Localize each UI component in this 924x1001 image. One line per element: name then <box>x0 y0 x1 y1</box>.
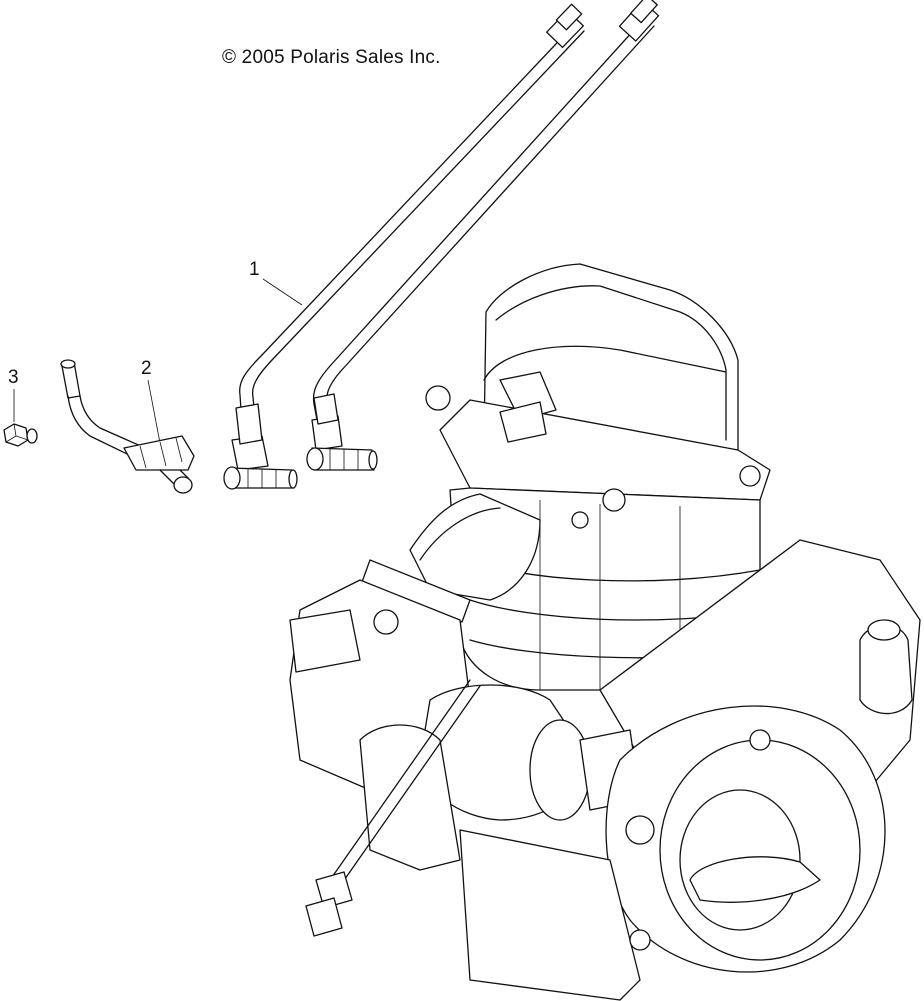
engine-assembly <box>289 263 921 1001</box>
spark-plug-wire-right[interactable] <box>311 0 660 451</box>
copyright-text: © 2005 Polaris Sales Inc. <box>222 47 441 68</box>
callout-leader-2 <box>147 379 161 444</box>
callout-label-2[interactable]: 2 <box>141 358 152 379</box>
hex-nut[interactable] <box>3 423 38 447</box>
spark-plug-cap-left <box>223 466 298 490</box>
callout-label-3[interactable]: 3 <box>8 367 19 388</box>
spark-plug-wire-left[interactable] <box>231 3 585 471</box>
callout-label-1[interactable]: 1 <box>249 259 260 280</box>
spark-plug-cap-right <box>306 447 378 471</box>
callout-leader-1 <box>262 278 303 306</box>
bracket-tube-assembly[interactable] <box>60 359 195 494</box>
